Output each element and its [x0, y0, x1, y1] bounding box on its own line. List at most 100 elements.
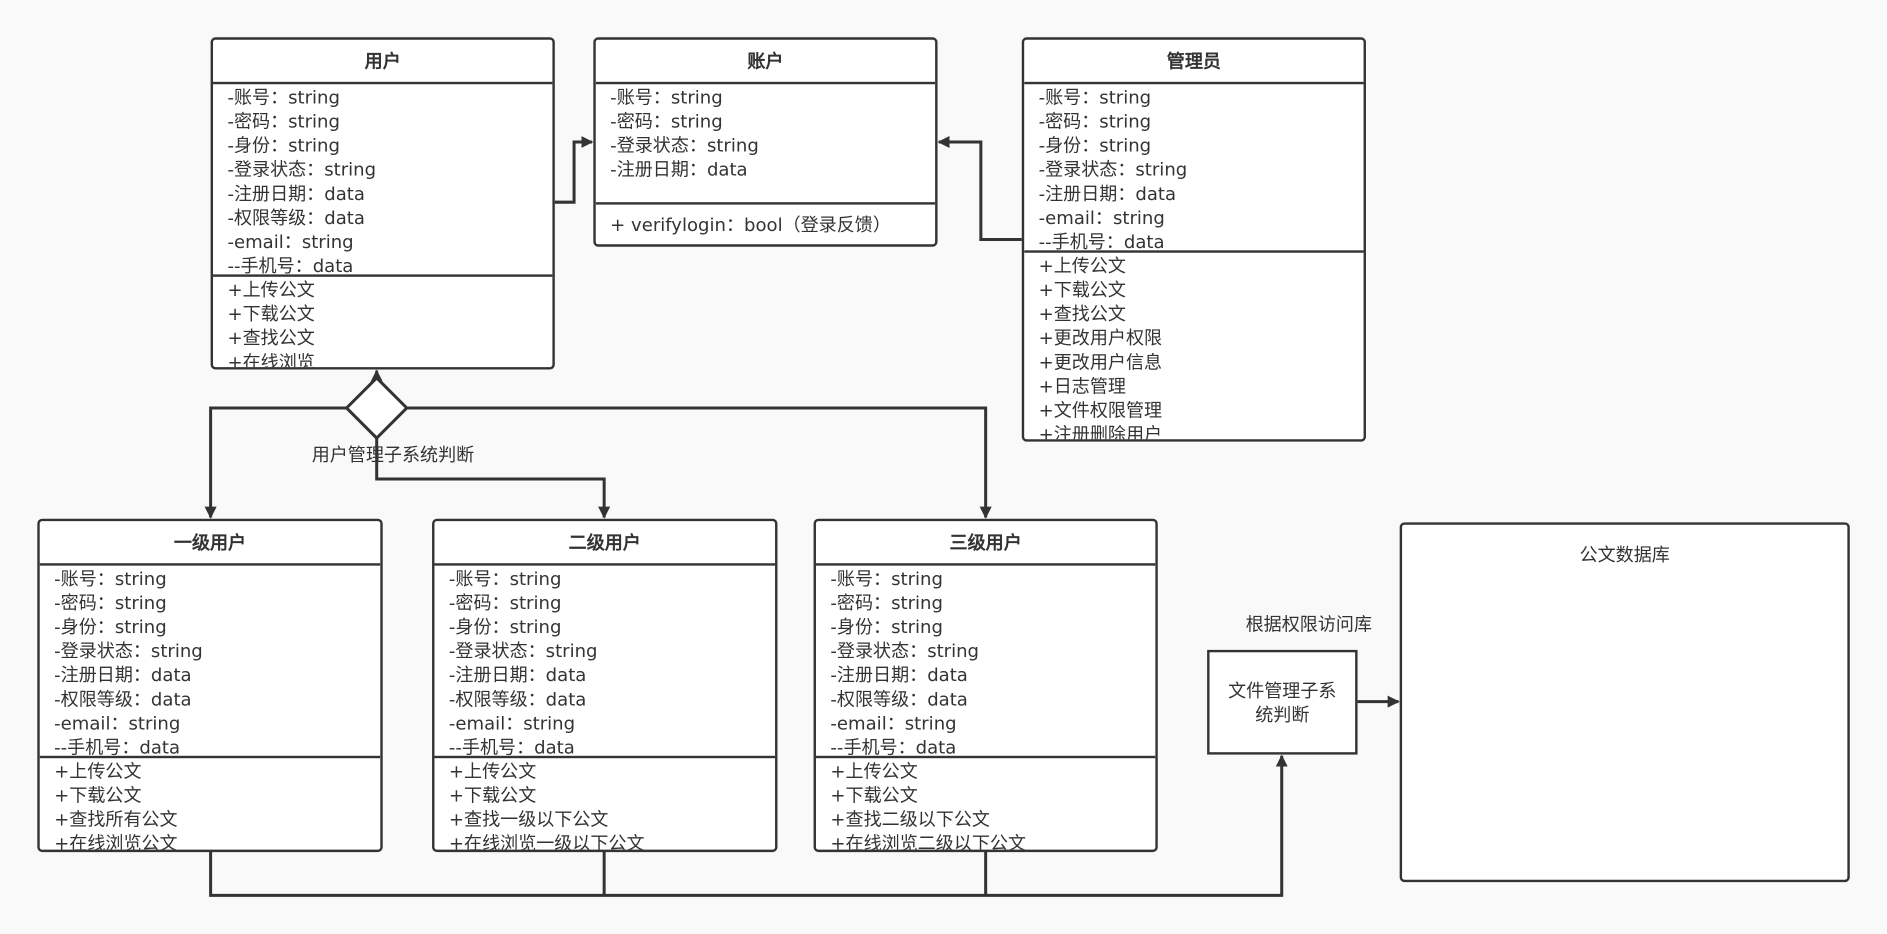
- class-attribute: -登录状态：string: [610, 134, 759, 157]
- user-to-account-connector: [554, 135, 594, 204]
- class-user[interactable]: 用户-账号：string-密码：string-身份：string-登录状态：st…: [210, 37, 555, 370]
- class-method: +在线浏览公文: [54, 832, 178, 853]
- class-attribute: --手机号：data: [227, 255, 354, 277]
- class-attribute: -注册日期：data: [1038, 182, 1177, 205]
- admin-to-account-connector: [937, 135, 1022, 242]
- diamond-to-level1-connector: [204, 406, 347, 519]
- class-methods: +上传公文+下载公文+查找公文+更改用户权限+更改用户信息+日志管理+文件权限管…: [1024, 253, 1363, 442]
- class-method: +更改用户信息: [1038, 351, 1163, 374]
- class-method: +在线浏览二级以下公文: [830, 832, 1027, 853]
- class-title: 账户: [595, 40, 936, 85]
- class-attribute: -账号：string: [448, 568, 562, 590]
- class-attribute: -账号：string: [1038, 86, 1152, 109]
- class-account[interactable]: 账户-账号：string-密码：string-登录状态：string-注册日期：…: [593, 37, 938, 247]
- user-mgmt-decision-diamond[interactable]: [344, 375, 409, 441]
- class-method: +注册删除用户: [1038, 423, 1163, 442]
- class-method: +下载公文: [227, 303, 315, 325]
- class-level2[interactable]: 二级用户-账号：string-密码：string-身份：string-登录状态：…: [432, 518, 778, 853]
- class-attributes: -账号：string-密码：string-身份：string-登录状态：stri…: [434, 566, 776, 759]
- class-attribute: -权限等级：data: [227, 207, 365, 229]
- levels-to-file-mgmt-connector: [209, 754, 1288, 897]
- class-attribute: --手机号：data: [54, 736, 181, 759]
- class-methods: + verifylogin：bool（登录反馈）: [596, 205, 935, 245]
- diamond-to-level3-connector: [406, 406, 992, 519]
- class-attribute: -登录状态：string: [448, 640, 598, 662]
- class-attribute: -登录状态：string: [1038, 158, 1188, 181]
- class-method: +文件权限管理: [1038, 399, 1163, 422]
- class-attribute: -权限等级：data: [54, 688, 192, 711]
- class-methods: +上传公文+下载公文+查找二级以下公文+在线浏览二级以下公文: [816, 758, 1155, 853]
- class-attribute: -注册日期：data: [830, 664, 968, 686]
- class-attribute: -密码：string: [610, 110, 723, 133]
- class-method: +查找一级以下公文: [448, 808, 609, 831]
- class-methods: +上传公文+下载公文+查找公文+在线浏览: [213, 277, 552, 370]
- class-attribute: -密码：string: [448, 592, 562, 614]
- class-method: +查找二级以下公文: [830, 808, 990, 831]
- class-method: +下载公文: [1038, 279, 1126, 301]
- class-attribute: -身份：string: [448, 616, 562, 638]
- class-attribute: -密码：string: [227, 110, 340, 133]
- class-attribute: -登录状态：string: [54, 640, 203, 662]
- class-method: +查找公文: [227, 327, 315, 350]
- class-attribute: -email：string: [227, 231, 354, 253]
- access-by-permission-label: 根据权限访问库: [1245, 613, 1373, 636]
- class-attributes: -账号：string-密码：string-登录状态：string-注册日期：da…: [595, 84, 936, 205]
- class-attribute: -email：string: [448, 712, 576, 735]
- class-title: 管理员: [1024, 40, 1364, 85]
- class-admin[interactable]: 管理员-账号：string-密码：string-身份：string-登录状态：s…: [1021, 37, 1366, 442]
- class-attribute: -注册日期：data: [227, 182, 365, 205]
- class-attribute: --手机号：data: [448, 736, 575, 759]
- class-methods: +上传公文+下载公文+查找所有公文+在线浏览公文: [40, 758, 381, 853]
- class-method: +在线浏览: [227, 351, 315, 370]
- class-method: +查找所有公文: [54, 808, 178, 831]
- class-attributes: -账号：string-密码：string-身份：string-登录状态：stri…: [213, 84, 553, 277]
- class-attribute: -email：string: [830, 712, 957, 735]
- class-attribute: --手机号：data: [830, 736, 957, 759]
- class-level1[interactable]: 一级用户-账号：string-密码：string-身份：string-登录状态：…: [37, 518, 383, 853]
- class-level3[interactable]: 三级用户-账号：string-密码：string-身份：string-登录状态：…: [813, 518, 1158, 853]
- class-method: +下载公文: [830, 784, 918, 807]
- class-method: +查找公文: [1038, 303, 1126, 325]
- class-attribute: -账号：string: [227, 86, 340, 109]
- class-attribute: -账号：string: [830, 568, 943, 590]
- user-mgmt-decision-label: 用户管理子系统判断: [311, 444, 475, 466]
- document-db-label: 公文数据库: [1579, 543, 1670, 566]
- class-attribute: --手机号：data: [1038, 231, 1165, 253]
- class-attribute: -权限等级：data: [448, 688, 587, 711]
- class-method: +在线浏览一级以下公文: [448, 832, 645, 853]
- class-attribute: -密码：string: [1038, 110, 1152, 133]
- class-method: +上传公文: [448, 760, 537, 783]
- class-attribute: -账号：string: [610, 86, 723, 109]
- document-db-box[interactable]: 公文数据库: [1399, 522, 1850, 883]
- class-attribute: -身份：string: [830, 616, 943, 638]
- class-title: 二级用户: [434, 521, 776, 566]
- class-attribute: -登录状态：string: [227, 158, 377, 181]
- class-attribute: -email：string: [1038, 207, 1165, 229]
- class-attribute: -注册日期：data: [54, 664, 192, 686]
- class-method: +下载公文: [448, 784, 537, 807]
- class-method: +上传公文: [227, 279, 315, 301]
- class-attribute: -注册日期：data: [448, 664, 587, 686]
- class-attributes: -账号：string-密码：string-身份：string-登录状态：stri…: [1024, 84, 1364, 253]
- class-method: +更改用户权限: [1038, 327, 1163, 350]
- class-attribute: -身份：string: [54, 616, 167, 638]
- class-title: 用户: [213, 40, 553, 85]
- file-mgmt-decision-label: 文件管理子系统判断: [1228, 679, 1337, 726]
- file-mgmt-decision-box[interactable]: 文件管理子系统判断: [1207, 649, 1358, 755]
- class-method: + verifylogin：bool（登录反馈）: [610, 214, 891, 236]
- class-attribute: -注册日期：data: [610, 158, 748, 181]
- class-method: +日志管理: [1038, 375, 1126, 398]
- class-method: +上传公文: [1038, 255, 1126, 277]
- class-method: +上传公文: [830, 760, 918, 783]
- class-attribute: -身份：string: [1038, 134, 1152, 157]
- class-attribute: -密码：string: [54, 592, 167, 614]
- class-attribute: -账号：string: [54, 568, 167, 590]
- class-attribute: -身份：string: [227, 134, 340, 157]
- class-method: +上传公文: [54, 760, 142, 783]
- class-attribute: -登录状态：string: [830, 640, 980, 662]
- diamond-to-level2-connector: [375, 438, 611, 519]
- class-attributes: -账号：string-密码：string-身份：string-登录状态：stri…: [815, 566, 1156, 759]
- class-method: +下载公文: [54, 784, 142, 807]
- class-attribute: -权限等级：data: [830, 688, 968, 711]
